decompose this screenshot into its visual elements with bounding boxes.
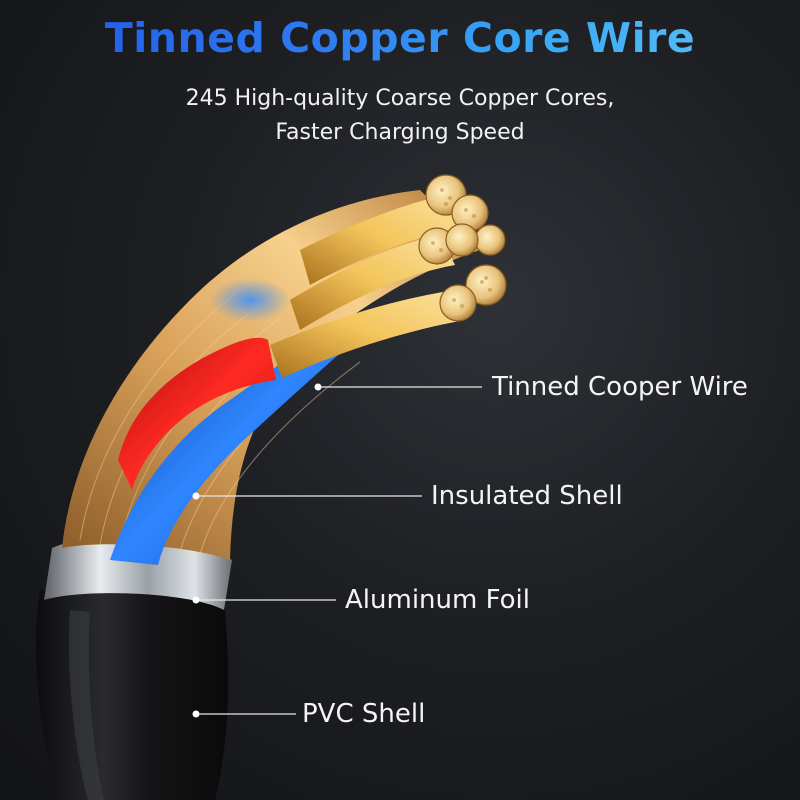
gold-conductors (270, 195, 465, 378)
pvc-highlight (68, 610, 104, 800)
callout-tinned-copper-wire: Tinned Cooper Wire (492, 372, 748, 402)
red-insulated-core (118, 337, 276, 490)
callout-aluminum-foil: Aluminum Foil (345, 585, 530, 615)
conductor-ends (418, 174, 507, 322)
subtitle-line-2: Faster Charging Speed (275, 120, 525, 145)
callout-leaders (196, 386, 482, 715)
blue-insulated-core (110, 330, 338, 565)
callout-insulated-shell: Insulated Shell (431, 481, 623, 511)
callout-dots (192, 383, 322, 718)
callout-pvc-shell: PVC Shell (302, 699, 426, 729)
subtitle-line-1: 245 High-quality Coarse Copper Cores, (185, 86, 615, 111)
conductor-end-texture (431, 188, 492, 308)
pvc-shell (36, 585, 229, 800)
aluminum-foil (44, 538, 232, 610)
page-subtitle: 245 High-quality Coarse Copper Cores, Fa… (0, 82, 800, 150)
blue-glow (210, 278, 290, 322)
page-title: Tinned Copper Core Wire (0, 14, 800, 63)
